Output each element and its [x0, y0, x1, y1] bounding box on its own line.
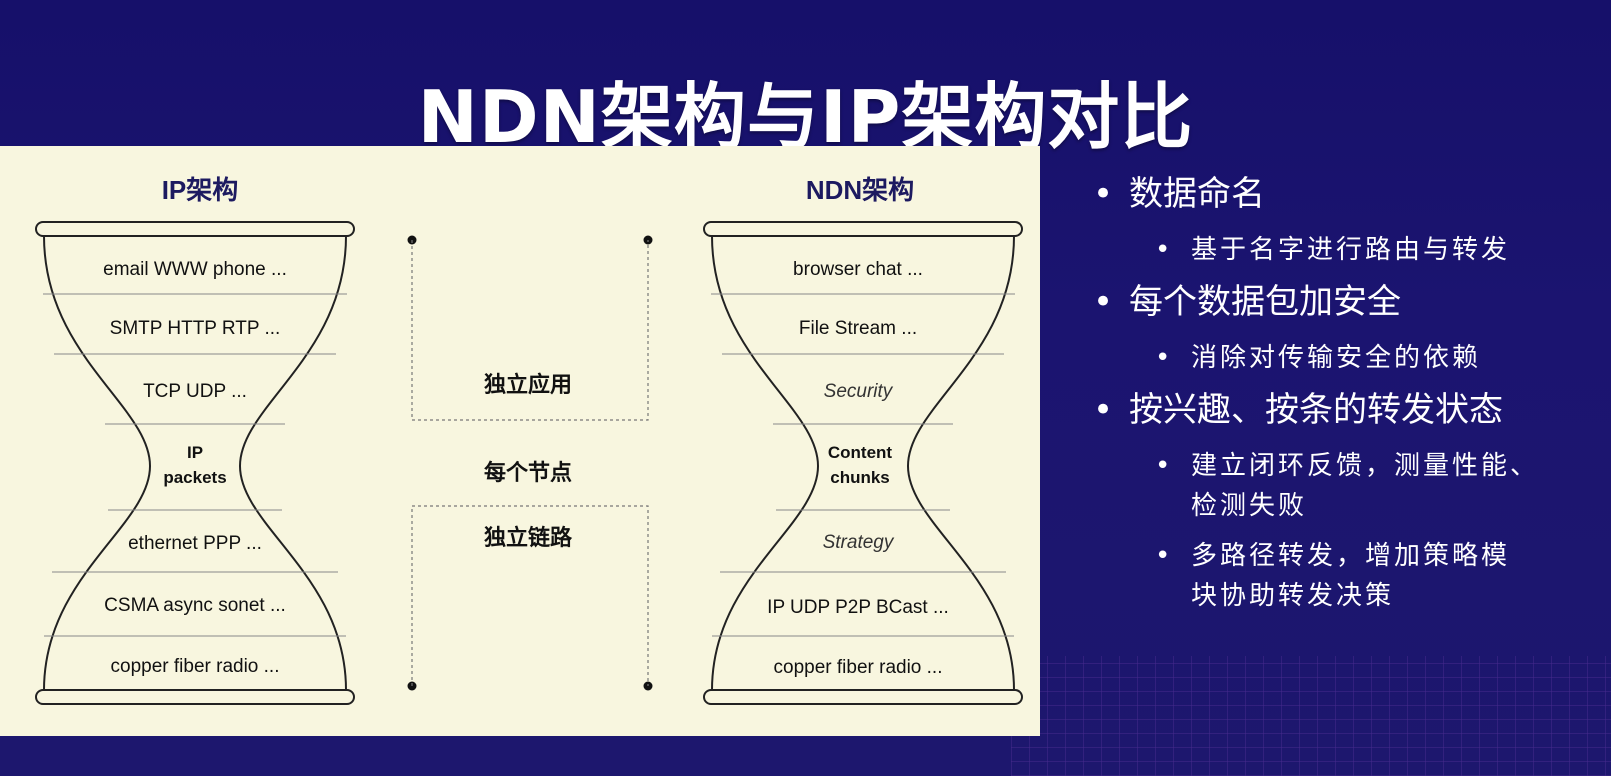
- ip-layer: TCP UDP ...: [143, 381, 247, 402]
- ndn-layer: browser chat ...: [793, 259, 923, 280]
- bullet-line: 消除对传输安全的依赖: [1191, 343, 1482, 373]
- bullet-line: 建立闭环反馈，测量性能、: [1191, 451, 1540, 481]
- middle-connectors: 独立应用 每个节点 独立链路: [407, 235, 653, 691]
- ndn-layer: Strategy: [823, 532, 895, 553]
- ip-waist: IP: [187, 443, 203, 462]
- ip-right-curve: [238, 235, 347, 691]
- ndn-layer: IP UDP P2P BCast ...: [767, 597, 949, 618]
- ip-bottom-bar: [35, 689, 355, 705]
- bullet-line: 多路径转发，增加策略模: [1191, 541, 1511, 571]
- bullet-line: 基于名字进行路由与转发: [1191, 235, 1511, 265]
- ip-layer: SMTP HTTP RTP ...: [110, 318, 281, 339]
- ndn-left-curve: [711, 235, 820, 691]
- bullet-level2: 多路径转发，增加策略模 块协助转发决策: [1085, 536, 1611, 616]
- middle-node-label: 每个节点: [484, 460, 572, 485]
- ip-heading: IP架构: [162, 175, 239, 205]
- ip-layer: copper fiber radio ...: [111, 656, 280, 677]
- ndn-hourglass: NDN架构 browser chat ... File Stream ... S…: [703, 175, 1023, 705]
- middle-link-label: 独立链路: [484, 525, 573, 550]
- bullet-level2: 消除对传输安全的依赖: [1085, 338, 1611, 378]
- bullet-level2: 基于名字进行路由与转发: [1085, 230, 1611, 270]
- link-dashed-bracket: [411, 505, 649, 686]
- ndn-waist: chunks: [830, 468, 890, 487]
- ndn-right-curve: [906, 235, 1015, 691]
- background-grid: [1011, 656, 1611, 776]
- ndn-layer: File Stream ...: [799, 318, 917, 339]
- app-dashed-bracket: [411, 240, 649, 421]
- ndn-layer: copper fiber radio ...: [774, 657, 943, 678]
- bullet-level1: 数据命名: [1085, 172, 1611, 216]
- bullet-line: 块协助转发决策: [1191, 581, 1395, 611]
- slide-title: NDN架构与IP架构对比: [417, 75, 1194, 159]
- hourglass-diagram: IP架构 email WWW phone ... SMTP HTTP RTP .…: [35, 175, 1023, 705]
- bullet-level1: 每个数据包加安全: [1085, 280, 1611, 324]
- ndn-top-bar: [703, 221, 1023, 237]
- ndn-layer: Security: [824, 381, 894, 402]
- ndn-bottom-bar: [703, 689, 1023, 705]
- ndn-heading: NDN架构: [806, 175, 914, 205]
- ip-layer: email WWW phone ...: [103, 259, 287, 280]
- ip-top-bar: [35, 221, 355, 237]
- ip-layer: CSMA async sonet ...: [104, 595, 286, 616]
- ip-layer: ethernet PPP ...: [128, 533, 262, 554]
- ip-hourglass: IP架构 email WWW phone ... SMTP HTTP RTP .…: [35, 175, 355, 705]
- bullet-level1: 按兴趣、按条的转发状态: [1085, 388, 1611, 432]
- ip-waist: packets: [163, 468, 226, 487]
- ip-left-curve: [43, 235, 152, 691]
- diagram-panel: IP架构 email WWW phone ... SMTP HTTP RTP .…: [0, 146, 1040, 736]
- middle-app-label: 独立应用: [484, 372, 572, 397]
- bullet-line: 检测失败: [1191, 491, 1308, 521]
- bullet-list: 数据命名 基于名字进行路由与转发 每个数据包加安全 消除对传输安全的依赖 按兴趣…: [1085, 172, 1611, 626]
- bullet-level2: 建立闭环反馈，测量性能、 检测失败: [1085, 446, 1611, 526]
- ndn-waist: Content: [828, 443, 893, 462]
